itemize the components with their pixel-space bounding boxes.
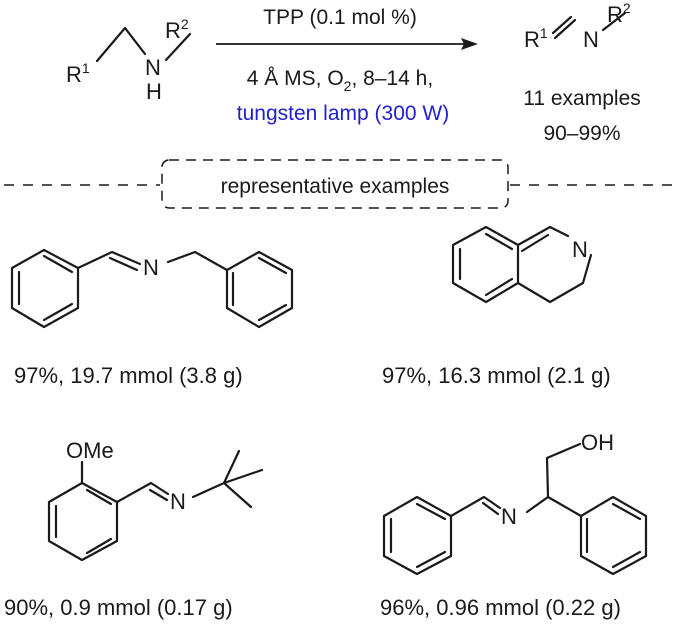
scope-yield-range: 90–99% (543, 122, 620, 145)
reaction-arrow (216, 38, 478, 50)
example-1-bonds (10, 248, 294, 329)
product-r2: R2 (607, 0, 631, 27)
condition-light-source: tungsten lamp (300 W) (237, 102, 449, 125)
example-3-methoxy: OMe (66, 438, 114, 463)
reactant-amine: R1 N H R2 (66, 16, 192, 104)
example-2-bonds (451, 225, 593, 304)
reactant-bonds (95, 26, 192, 63)
example-3-nitrogen: N (170, 489, 186, 514)
reactant-hydrogen: H (146, 79, 162, 104)
example-2-structure: N (451, 225, 593, 304)
reactant-r1: R1 (66, 60, 90, 87)
example-3-bonds (47, 449, 264, 562)
example-1-caption: 97%, 19.7 mmol (3.8 g) (14, 363, 243, 388)
example-3-structure: OMe N (47, 438, 264, 562)
example-4-bonds (382, 442, 648, 576)
example-4-caption: 96%, 0.96 mmol (0.22 g) (380, 595, 621, 620)
example-1-nitrogen: N (143, 255, 159, 280)
condition-reagents: 4 Å MS, O2, 8–14 h, (247, 67, 433, 94)
example-1-structure: N (10, 248, 294, 329)
example-2-nitrogen: N (572, 237, 588, 262)
reactant-r2: R2 (165, 16, 189, 43)
product-bonds (551, 11, 627, 40)
example-4-nitrogen: N (501, 504, 517, 529)
example-4-hydroxyl: OH (581, 430, 614, 455)
example-3-caption: 90%, 0.9 mmol (0.17 g) (4, 595, 233, 620)
scope-example-count: 11 examples (523, 87, 641, 110)
product-nitrogen: N (583, 27, 599, 52)
condition-catalyst: TPP (0.1 mol %) (263, 6, 417, 29)
product-imine: R1 N R2 (524, 0, 631, 52)
section-divider: representative examples (4, 159, 680, 209)
product-r1: R1 (524, 25, 548, 52)
example-4-structure: OH N (382, 430, 648, 576)
section-label: representative examples (221, 175, 450, 198)
section-label-box (161, 159, 509, 209)
example-2-caption: 97%, 16.3 mmol (2.1 g) (382, 363, 611, 388)
reactant-nitrogen: N (145, 55, 161, 80)
